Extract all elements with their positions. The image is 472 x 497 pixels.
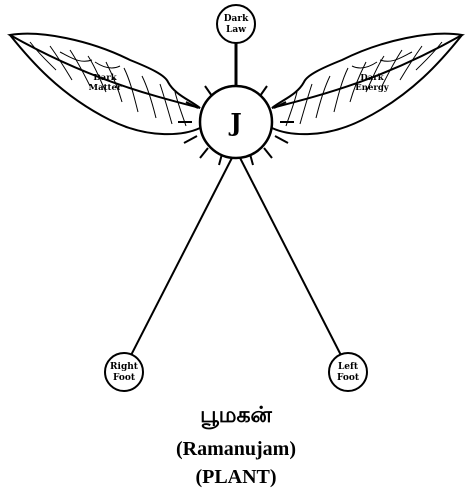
left-wing-feathers [29, 41, 187, 127]
right-wing-feathers [285, 41, 443, 127]
left-leg-line [235, 149, 347, 366]
dark-law-label-line1: Dark [224, 14, 249, 24]
center-circle [198, 84, 274, 160]
left-foot-label-line1: Left [338, 362, 359, 372]
left-wing-lower-edge [9, 34, 201, 136]
left-foot-label-line2: Foot [337, 373, 360, 383]
dark-law-label-line2: Law [226, 25, 246, 35]
rays [178, 82, 294, 166]
dark-matter-label-line2: Matter [89, 83, 122, 93]
dark-matter-label-line1: Dark [93, 73, 117, 83]
caption-name: (Ramanujam) [176, 438, 296, 460]
right-wing-outline [271, 32, 465, 109]
right-wing-lower-edge [271, 34, 463, 136]
right-foot-label-line2: Foot [113, 373, 136, 383]
caption-type: (PLANT) [195, 466, 277, 488]
right-leg-line [125, 149, 237, 366]
right-foot-label-line1: Right [110, 362, 139, 372]
center-node: J [198, 84, 274, 160]
right-wing [271, 32, 465, 136]
right-foot-circle [104, 352, 144, 392]
left-foot-node: Left Foot [328, 352, 368, 392]
center-label: J [228, 108, 241, 137]
dark-energy-label-line2: Energy [355, 83, 389, 93]
dark-law-node: Dark Law [216, 4, 256, 44]
right-foot-node: Right Foot [104, 352, 144, 392]
left-wing-outline [7, 32, 201, 109]
dark-law-circle [216, 4, 256, 44]
left-foot-circle [328, 352, 368, 392]
caption-tamil-name: பூமகன் [200, 403, 272, 428]
dark-energy-label-line1: Dark [360, 73, 384, 83]
left-wing [7, 32, 201, 136]
